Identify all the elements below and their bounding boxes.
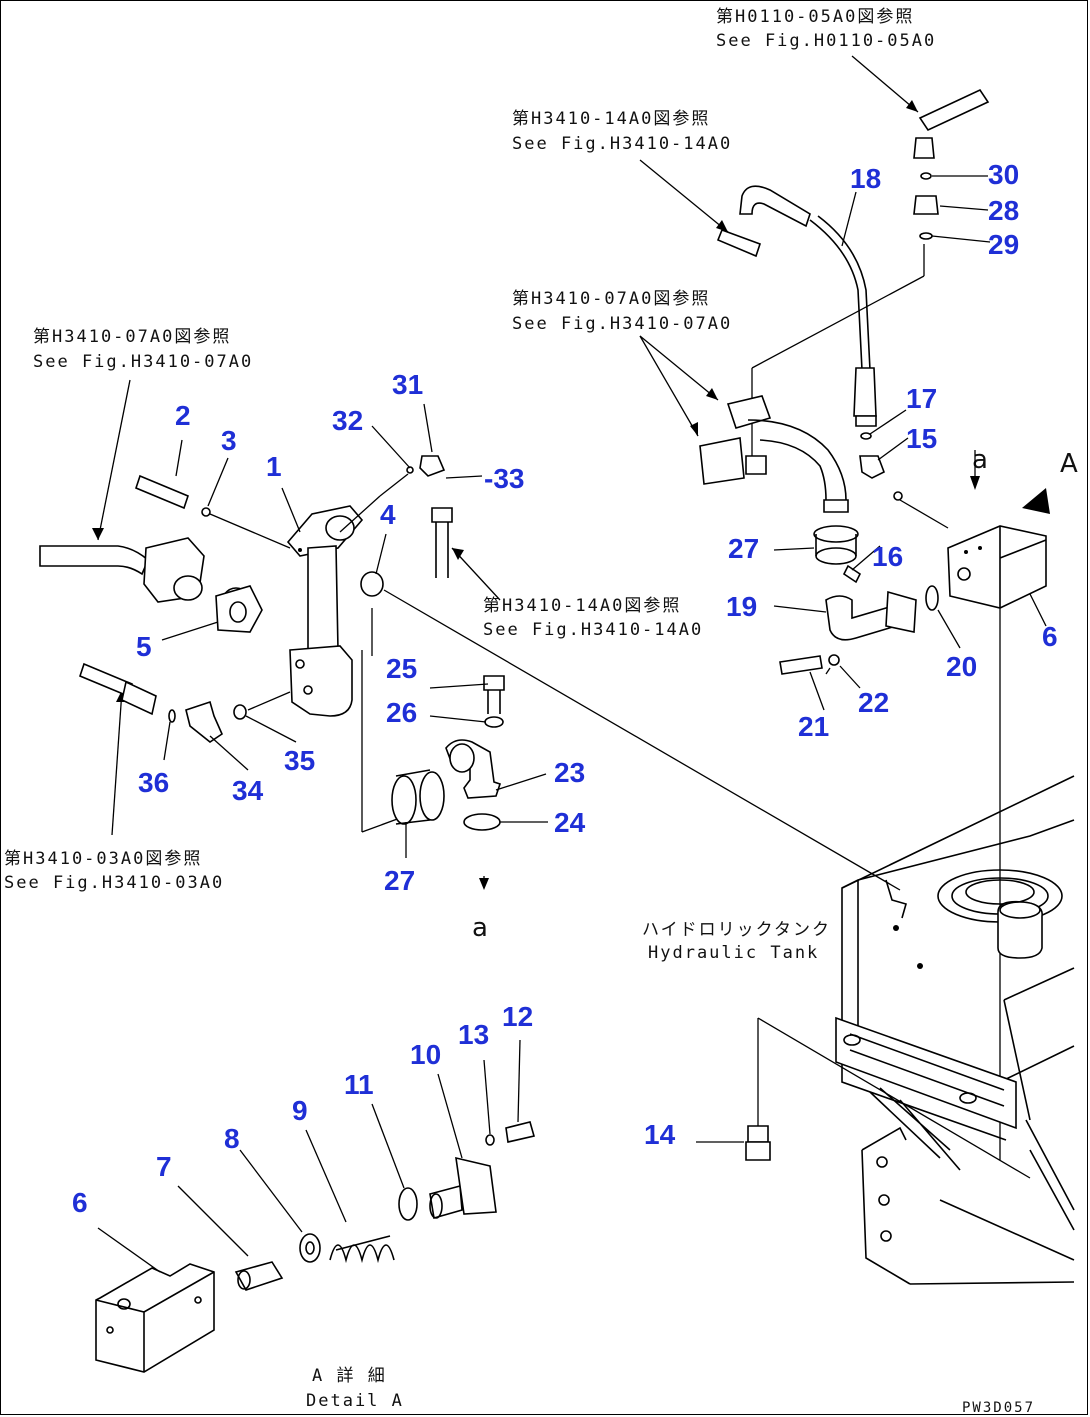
reference-h3410-07a0-right: 第H3410-07A0図参照 See Fig.H3410-07A0 <box>512 289 732 334</box>
callout-36: 36 <box>138 767 169 798</box>
callout-29: 29 <box>988 229 1019 260</box>
oring-4 <box>360 571 384 597</box>
detail-a-label: A 詳 細 Detail A <box>306 1366 404 1411</box>
callout-8: 8 <box>224 1123 240 1154</box>
callout-23: 23 <box>554 757 585 788</box>
reference-en: See Fig.H3410-07A0 <box>33 352 253 372</box>
reference-h3410-14a0-top: 第H3410-14A0図参照 See Fig.H3410-14A0 <box>512 109 732 154</box>
bolt-2-washer-3 <box>135 474 291 549</box>
hydraulic-tank <box>835 775 1075 1285</box>
callout-4: 4 <box>380 499 396 530</box>
hose-18 <box>716 185 877 427</box>
callout-19: 19 <box>726 591 757 622</box>
clamp-27-bottom <box>391 769 445 825</box>
reference-en: See Fig.H3410-14A0 <box>483 620 703 640</box>
view-mark-a-top: a <box>972 445 988 475</box>
callout-11: 11 <box>344 1069 374 1100</box>
callout-10: 10 <box>410 1039 441 1070</box>
drawing-code: PW3D057 <box>962 1400 1035 1416</box>
reference-h3410-07a0-left: 第H3410-07A0図参照 See Fig.H3410-07A0 <box>33 327 253 372</box>
detail-a-assembly <box>95 1121 536 1373</box>
reference-h0110-05a0: 第H0110-05A0図参照 See Fig.H0110-05A0 <box>716 7 936 51</box>
callout-20: 20 <box>946 651 977 682</box>
bolt-14 <box>696 1125 771 1161</box>
pipe-with-brackets <box>699 395 849 513</box>
callout-25: 25 <box>386 653 417 684</box>
callout-34: 34 <box>232 775 264 806</box>
callout-21: 21 <box>798 711 829 742</box>
callout-26: 26 <box>386 697 417 728</box>
elbow-19 <box>825 590 917 641</box>
hose-h3410-03a0 <box>79 662 157 716</box>
leader-lines <box>161 191 1047 858</box>
callout-18: 18 <box>850 163 881 194</box>
reference-arrowheads <box>92 100 1050 890</box>
callout-14: 14 <box>644 1119 676 1150</box>
callout-3: 3 <box>221 425 237 456</box>
bracket-block-1 <box>286 505 364 717</box>
bolt-21-washer-22 <box>779 654 840 675</box>
callout-13: 13 <box>458 1019 489 1050</box>
callout-16: 16 <box>872 541 903 572</box>
callout-6-detail: 6 <box>72 1187 88 1218</box>
callout-15: 15 <box>906 423 937 454</box>
callout-35: 35 <box>284 745 315 776</box>
elbow-23 <box>445 739 502 799</box>
callout-24: 24 <box>554 807 586 838</box>
hydraulic-tank-label: ハイドロリックタンク Hydraulic Tank <box>642 920 831 963</box>
callout-6: 6 <box>1042 621 1058 652</box>
reference-jp: 第H3410-03A0図参照 <box>4 849 202 869</box>
oring-20 <box>925 585 939 611</box>
callout-9: 9 <box>292 1095 308 1126</box>
view-mark-a-bottom: a <box>472 913 488 943</box>
callout-28: 28 <box>988 195 1019 226</box>
callout-17: 17 <box>906 383 937 414</box>
callout-27-bottom: 27 <box>384 865 415 896</box>
callout-12: 12 <box>502 1001 533 1032</box>
fitting-30-28-29 <box>913 172 939 240</box>
callout-5: 5 <box>136 631 152 662</box>
pipe-h3410-07a0 <box>39 537 205 603</box>
reference-leaders <box>97 55 919 886</box>
reference-en: See Fig.H3410-03A0 <box>4 873 224 893</box>
reference-jp: 第H3410-07A0図参照 <box>512 289 710 309</box>
oring-24 <box>463 813 501 831</box>
detail-a-leaders <box>97 1039 521 1273</box>
detail-label-jp: A 詳 細 <box>312 1366 387 1386</box>
fitting-17-15-16 <box>859 432 903 501</box>
callout-30: 30 <box>988 159 1019 190</box>
clamp-27-top <box>813 525 862 584</box>
reference-en: See Fig.H3410-07A0 <box>512 314 732 334</box>
reference-h3410-03a0: 第H3410-03A0図参照 See Fig.H3410-03A0 <box>4 849 224 893</box>
callout-27-top: 27 <box>728 533 759 564</box>
tank-label-en: Hydraulic Tank <box>648 943 819 963</box>
callout-1: 1 <box>266 451 282 482</box>
callout-22: 22 <box>858 687 889 718</box>
reference-jp: 第H3410-07A0図参照 <box>33 327 231 347</box>
valve-block-6 <box>947 525 1047 609</box>
detail-label-en: Detail A <box>306 1391 404 1411</box>
assembly-lines <box>361 499 1031 1179</box>
bolt-25-washer-26 <box>483 675 505 728</box>
tank-label-jp: ハイドロリックタンク <box>642 920 831 940</box>
callout-31: 31 <box>392 369 423 400</box>
hose-h0110 <box>913 88 990 159</box>
callout-7: 7 <box>156 1151 172 1182</box>
reference-jp: 第H3410-14A0図参照 <box>512 109 710 129</box>
callout-33: -33 <box>484 463 524 494</box>
part-callouts: 1 2 3 4 5 6 6 7 8 9 10 11 12 13 14 15 16… <box>72 159 1058 1218</box>
callout-2: 2 <box>175 400 191 431</box>
reference-h3410-14a0-mid: 第H3410-14A0図参照 See Fig.H3410-14A0 <box>483 596 703 640</box>
reference-jp: 第H3410-14A0図参照 <box>483 596 681 616</box>
view-mark-a-arrow-label: A <box>1060 449 1078 479</box>
callout-32: 32 <box>332 405 363 436</box>
fitting-36-34-35 <box>168 691 291 743</box>
clamp-5 <box>215 585 263 633</box>
reference-en: See Fig.H3410-14A0 <box>512 134 732 154</box>
reference-en: See Fig.H0110-05A0 <box>716 31 936 51</box>
reference-jp: 第H0110-05A0図参照 <box>716 7 914 27</box>
fitting-31-32-33 <box>339 455 483 578</box>
